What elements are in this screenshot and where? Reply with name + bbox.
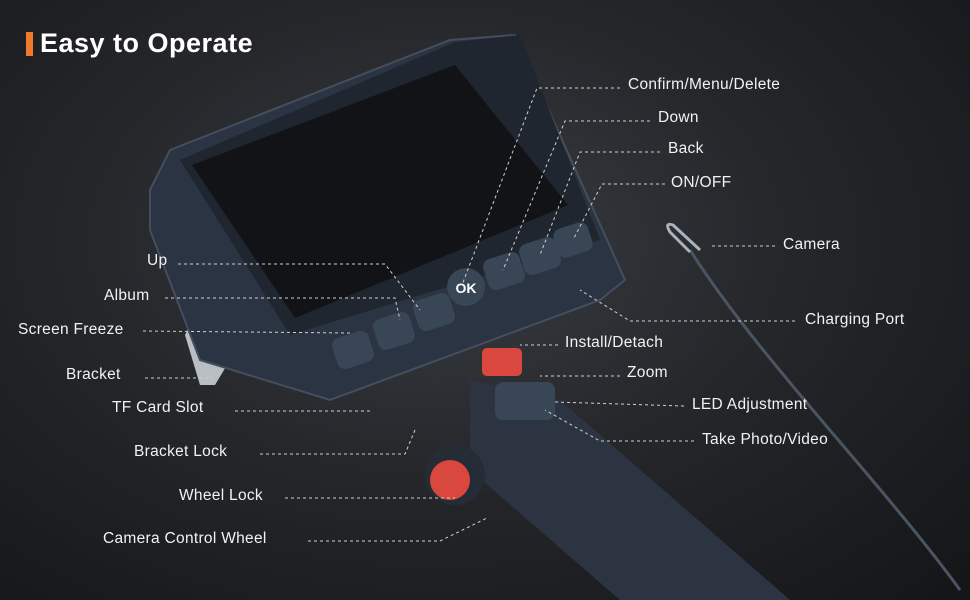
label-led-adjustment: LED Adjustment [692,396,808,413]
title-text: Easy to Operate [40,28,254,58]
ok-button-label: OK [456,280,477,296]
wheel-lock [430,460,470,500]
label-zoom: Zoom [627,364,668,381]
leader-lines [142,87,795,542]
probe-cable [688,249,962,591]
title-accent-bar [26,31,33,56]
label-up: Up [147,252,168,269]
install-detach-button [482,348,522,376]
label-bracket: Bracket [66,366,121,383]
handle [470,380,790,600]
label-wheel-lock: Wheel Lock [179,487,263,504]
label-back: Back [668,140,704,157]
label-camera: Camera [783,236,840,253]
label-bracket-lock: Bracket Lock [134,443,228,460]
label-on-off: ON/OFF [671,174,732,191]
label-tf-card-slot: TF Card Slot [112,399,204,416]
label-charging-port: Charging Port [805,311,905,328]
page-title: Easy to Operate [26,28,253,59]
screen [192,65,568,318]
label-camera-control-wheel: Camera Control Wheel [103,530,267,547]
camera-probe-tip [666,222,702,254]
side-control-panel [495,382,555,420]
label-album: Album [104,287,150,304]
label-install-detach: Install/Detach [565,334,664,351]
label-take-photo-video: Take Photo/Video [702,431,829,448]
label-confirm-menu-delete: Confirm/Menu/Delete [628,76,781,93]
label-screen-freeze: Screen Freeze [18,321,124,338]
label-down: Down [658,109,699,126]
